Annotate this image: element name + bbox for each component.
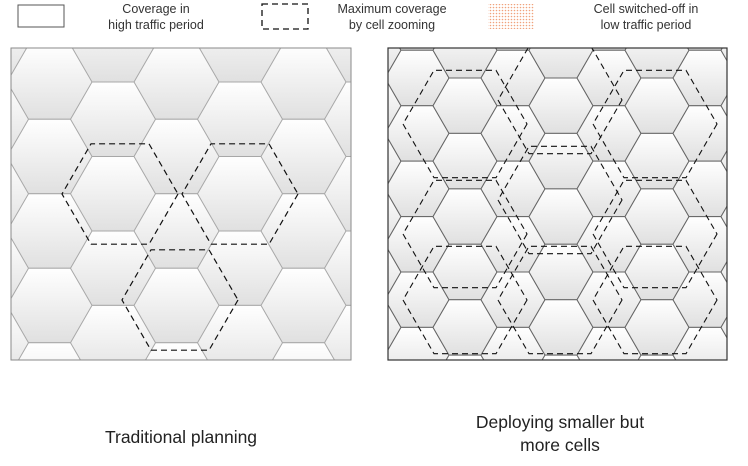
coverage-cell	[11, 235, 31, 302]
coverage-cell	[388, 359, 389, 360]
coverage-cell	[541, 354, 581, 360]
coverage-cell	[11, 160, 31, 227]
left-hex-grid	[0, 48, 411, 455]
caption-traditional-planning: Traditional planning	[104, 427, 258, 447]
coverage-cell	[720, 48, 727, 62]
zoom-cell	[402, 69, 528, 179]
coverage-cell	[720, 260, 727, 284]
right-panel	[337, 48, 748, 466]
coverage-cell	[720, 205, 727, 228]
left-panel-frame	[10, 47, 352, 361]
zoom-cell	[592, 69, 718, 179]
coverage-cell	[388, 193, 402, 241]
coverage-cell	[388, 303, 402, 351]
coverage-cell	[325, 380, 411, 455]
coverage-cell	[721, 355, 748, 411]
coverage-cell	[323, 156, 351, 232]
left-panel	[0, 48, 411, 455]
right-hex-grid	[337, 48, 748, 466]
coverage-cell	[445, 354, 485, 360]
coverage-cell	[323, 304, 351, 360]
legend-off-swatch	[488, 4, 534, 29]
coverage-cell	[323, 230, 351, 306]
left-zoom-cells	[61, 143, 299, 351]
coverage-cell	[388, 137, 402, 185]
zoom-cell	[61, 143, 179, 245]
coverage-cell	[721, 411, 748, 466]
right-zoom-cells	[402, 48, 718, 355]
zoom-cell	[592, 179, 718, 289]
right-panel-frame	[387, 47, 728, 361]
coverage-cell	[325, 48, 351, 83]
coverage-cell	[637, 354, 677, 360]
coverage-cell	[0, 380, 30, 455]
coverage-cell	[388, 248, 402, 296]
coverage-cell	[720, 94, 727, 118]
zoom-cell	[121, 249, 239, 351]
coverage-cell	[323, 81, 351, 157]
zoom-cell	[181, 143, 299, 245]
coverage-cell	[11, 309, 31, 360]
coverage-cell	[11, 86, 31, 153]
zoom-cell	[402, 179, 528, 289]
coverage-cell	[720, 316, 727, 339]
legend-zoom-swatch	[261, 3, 309, 30]
coverage-cell	[388, 82, 402, 130]
zoom-cell	[497, 145, 623, 255]
coverage-cell	[720, 149, 727, 173]
zoom-cell	[497, 245, 623, 355]
zoom-cell	[402, 245, 528, 355]
coverage-cell	[337, 411, 401, 466]
legend-coverage-swatch	[17, 4, 65, 28]
zoom-cell	[592, 245, 718, 355]
coverage-cell	[673, 383, 737, 439]
zoom-cell	[497, 48, 623, 155]
